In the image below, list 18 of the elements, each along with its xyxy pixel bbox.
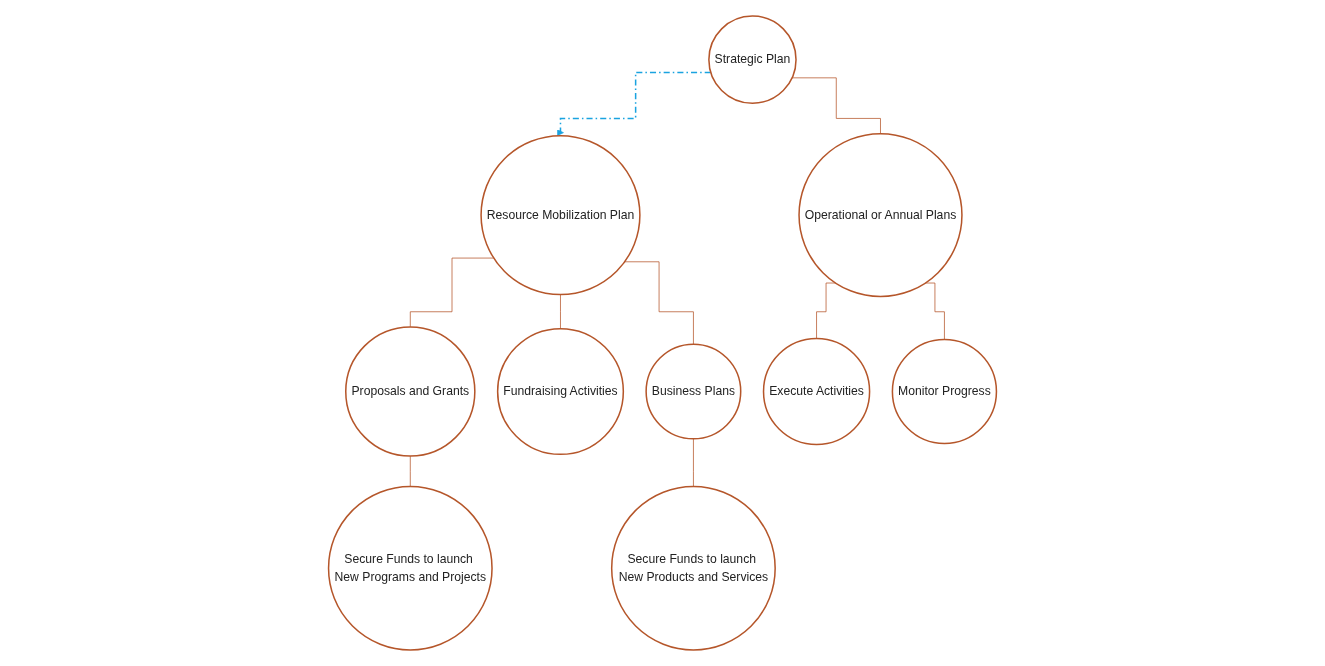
connector — [624, 261, 694, 345]
arrow — [557, 71, 712, 136]
node-circle: Business Plans — [645, 343, 742, 440]
connector — [791, 77, 881, 134]
node-circle: Execute Activities — [762, 337, 871, 446]
node-circle: Secure Funds to launch New Programs and Projects — [327, 485, 493, 651]
connector — [693, 438, 694, 487]
connector — [816, 282, 836, 339]
node-circle: Proposals and Grants — [345, 326, 476, 457]
node-circle: Operational or Annual Plans — [798, 132, 963, 298]
connector — [925, 282, 945, 340]
node-circle: Monitor Progress — [891, 338, 998, 445]
node-circle: Fundraising Activities — [496, 327, 625, 456]
connector — [560, 294, 561, 330]
node-circle: Strategic Plan — [708, 15, 797, 104]
node-circle: Secure Funds to launch New Products and Services — [610, 485, 776, 651]
connector — [409, 455, 411, 487]
node-circle: Resource Mobilization Plan — [480, 134, 641, 296]
